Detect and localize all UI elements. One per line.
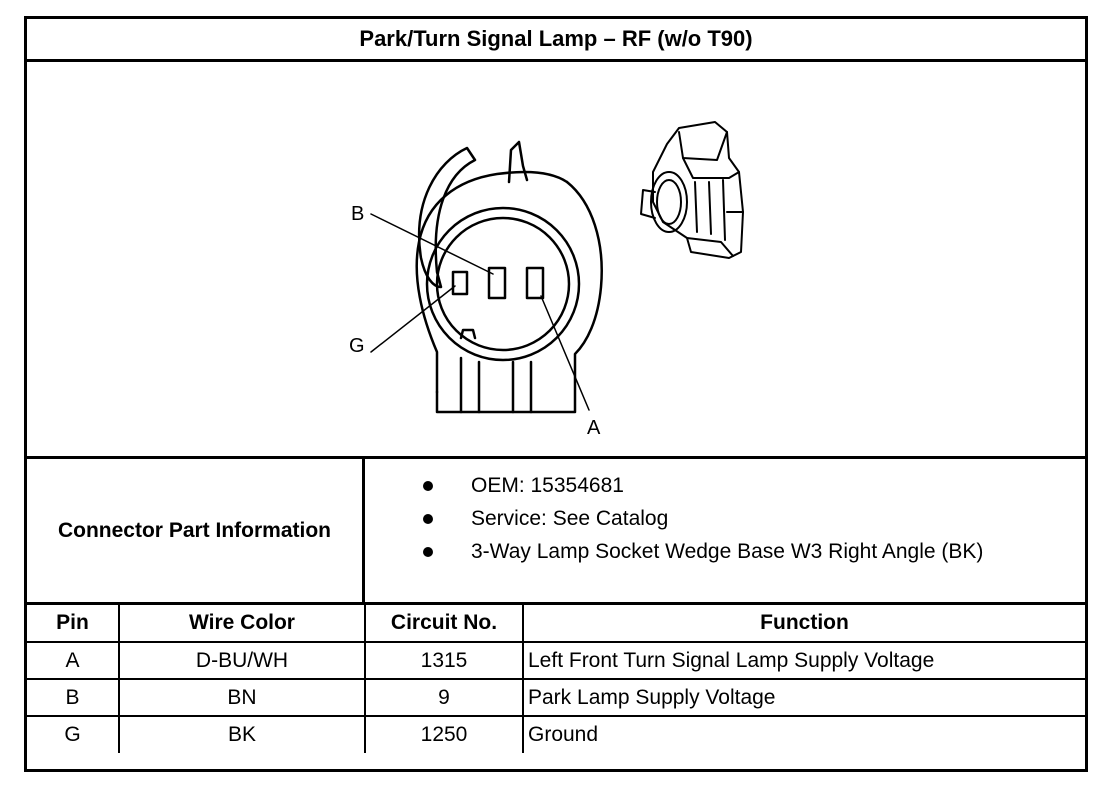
cell-function: Ground [522, 715, 1085, 753]
connector-body-outline [415, 170, 569, 394]
cell-pin: B [27, 678, 120, 717]
face-key [459, 328, 477, 340]
cell-function: Left Front Turn Signal Lamp Supply Volta… [522, 641, 1085, 680]
cell-wire-color: BN [118, 678, 366, 717]
connector-isometric-view [640, 121, 744, 259]
pin-label-b: B [351, 203, 364, 225]
cavity-g [451, 270, 469, 296]
info-item-description: 3-Way Lamp Socket Wedge Base W3 Right An… [365, 535, 1085, 568]
connector-body-outline-right [435, 180, 603, 414]
header-circuit-no: Circuit No. [364, 605, 524, 643]
sheet-title: Park/Turn Signal Lamp – RF (w/o T90) [27, 19, 1085, 62]
connector-part-info-row: Connector Part Information OEM: 15354681… [27, 456, 1085, 605]
cell-wire-color: D-BU/WH [118, 641, 366, 680]
face-outer-ring [425, 206, 581, 362]
pin-label-g: G [349, 335, 365, 357]
cavity-a [525, 266, 545, 300]
cell-circuit: 1315 [364, 641, 524, 680]
connector-legs [459, 356, 533, 414]
pin-table: Pin Wire Color Circuit No. Function A D-… [27, 605, 1085, 753]
header-pin: Pin [27, 605, 120, 643]
cell-pin: A [27, 641, 120, 680]
table-row: A D-BU/WH 1315 Left Front Turn Signal La… [27, 641, 1085, 680]
leader-g [370, 285, 456, 353]
header-function: Function [522, 605, 1085, 643]
cell-function: Park Lamp Supply Voltage [522, 678, 1085, 717]
cavity-b [487, 266, 507, 300]
connector-drawing: B G A [27, 62, 1085, 456]
cell-circuit: 9 [364, 678, 524, 717]
header-wire-color: Wire Color [118, 605, 366, 643]
pin-label-a: A [587, 417, 601, 439]
top-tab [507, 140, 529, 184]
connector-part-info-label: Connector Part Information [27, 459, 365, 602]
face-inner-ring [435, 216, 571, 352]
connector-face-illustration: B G A [349, 121, 744, 439]
table-row: G BK 1250 Ground [27, 715, 1085, 753]
leader-b [370, 213, 494, 275]
cell-wire-color: BK [118, 715, 366, 753]
cell-pin: G [27, 715, 120, 753]
leader-a [540, 295, 590, 411]
connector-sheet: Park/Turn Signal Lamp – RF (w/o T90) [24, 16, 1088, 772]
table-row: B BN 9 Park Lamp Supply Voltage [27, 678, 1085, 717]
pin-table-header-row: Pin Wire Color Circuit No. Function [27, 605, 1085, 643]
locking-arm [417, 146, 477, 289]
info-item-oem: OEM: 15354681 [365, 469, 1085, 502]
connector-part-info-list: OEM: 15354681 Service: See Catalog 3-Way… [365, 459, 1085, 602]
info-item-service: Service: See Catalog [365, 502, 1085, 535]
cell-circuit: 1250 [364, 715, 524, 753]
